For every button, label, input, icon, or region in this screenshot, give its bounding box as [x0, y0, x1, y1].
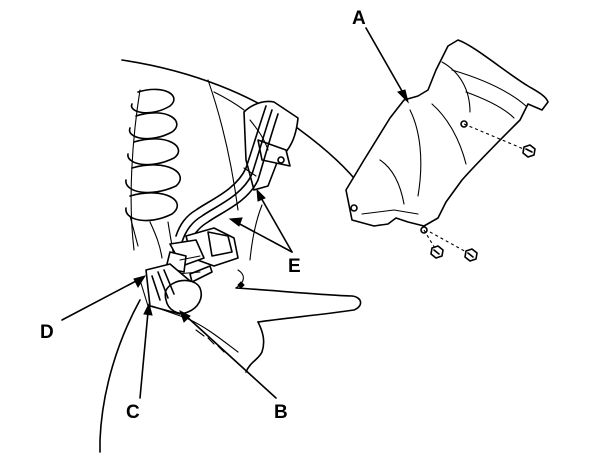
bolt-upper — [463, 123, 536, 158]
leader-c — [139, 302, 153, 399]
leader-b — [179, 309, 277, 399]
shock-absorber — [139, 263, 203, 319]
leader-a — [365, 27, 409, 104]
hose-connector — [165, 227, 239, 283]
leader-e — [228, 188, 293, 253]
mounting-bracket — [243, 100, 299, 191]
callout-e: E — [288, 256, 301, 277]
callout-c: C — [126, 402, 140, 423]
callout-d: D — [40, 322, 54, 343]
callout-b: B — [274, 402, 288, 423]
bolt-lower-left — [423, 229, 444, 259]
brake-lines — [175, 105, 279, 249]
callout-a: A — [352, 8, 366, 29]
splash-shield — [345, 39, 549, 234]
coil-spring — [125, 88, 182, 259]
leader-d — [61, 275, 147, 321]
lower-body-outline — [99, 269, 362, 453]
bolt-lower-right — [429, 231, 478, 262]
